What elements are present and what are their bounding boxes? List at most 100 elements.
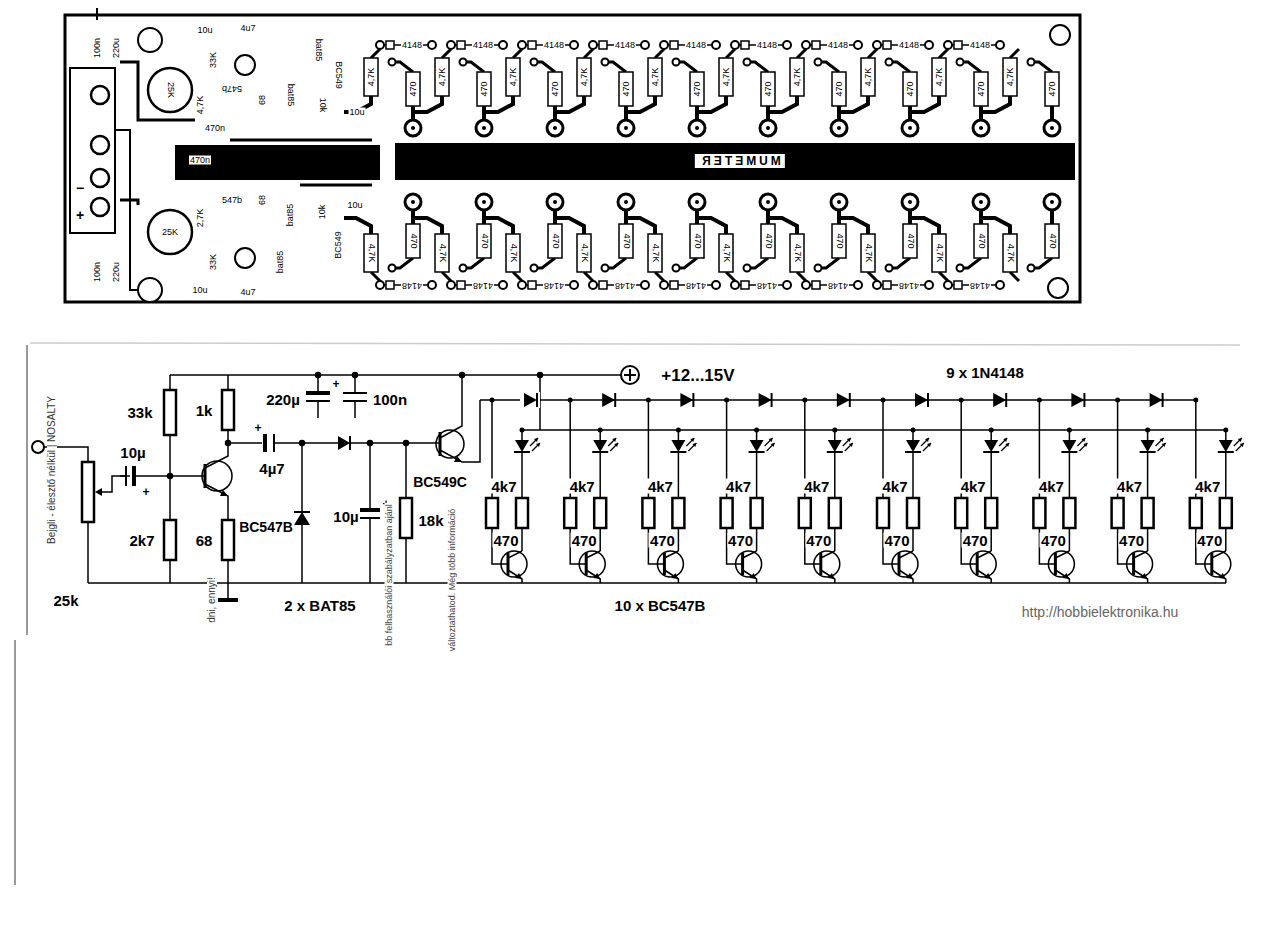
pcb-label: 470 bbox=[835, 232, 844, 249]
led-stages-part bbox=[1112, 398, 1166, 584]
pcb-label: 470 bbox=[1048, 232, 1057, 249]
pcb-label: 470 bbox=[1048, 80, 1057, 97]
schematic-part bbox=[360, 508, 380, 512]
schematic-part bbox=[82, 462, 94, 522]
pcb-layout-part bbox=[96, 8, 98, 20]
pcb-layout-part-part bbox=[376, 41, 436, 49]
pcb-label: 470 bbox=[551, 232, 560, 249]
schematic-part bbox=[120, 475, 126, 477]
pcb-label: 470 bbox=[480, 80, 489, 97]
schematic-part bbox=[400, 498, 412, 538]
schematic-part bbox=[95, 488, 102, 496]
pcb-layout-part-part bbox=[731, 41, 791, 49]
component-label: 1k bbox=[195, 403, 214, 418]
schematic-part bbox=[306, 391, 330, 395]
pcb-label: 4148 bbox=[969, 41, 991, 50]
pcb-label: 4,7K bbox=[722, 243, 731, 264]
pcb-label: 470 bbox=[977, 80, 986, 97]
pcb-label: 10k bbox=[318, 97, 327, 114]
component-label: http://hobbielektronika.hu bbox=[1021, 605, 1179, 619]
pcb-label: 4148 bbox=[401, 281, 423, 290]
series-diodes bbox=[520, 392, 1163, 408]
pcb-layout-part-part bbox=[841, 194, 918, 281]
pcb-layout-part-part bbox=[415, 49, 492, 136]
led-stages-part bbox=[877, 398, 931, 584]
schematic-part bbox=[263, 434, 267, 452]
schematic-part bbox=[439, 432, 442, 456]
pcb-layout-part-part bbox=[841, 49, 918, 136]
component-label: dni, ennyi! bbox=[207, 576, 217, 624]
pcb-layout-part-part bbox=[557, 194, 634, 281]
pcb-label: 470 bbox=[551, 80, 560, 97]
schematic-part bbox=[338, 436, 350, 450]
schematic-part bbox=[436, 430, 464, 458]
schematic-part bbox=[369, 518, 371, 583]
component-label: + bbox=[141, 486, 150, 498]
pcb-label: 470n bbox=[189, 156, 211, 165]
schematic-part bbox=[621, 366, 639, 384]
led-stages-part bbox=[721, 398, 775, 584]
pcb-label: 4u7 bbox=[239, 288, 256, 297]
schematic-part bbox=[205, 430, 228, 468]
schematic-part bbox=[301, 525, 303, 583]
pcb-layout-part-part bbox=[344, 49, 421, 136]
pcb-label: 470 bbox=[906, 232, 915, 249]
pcb-layout bbox=[65, 8, 1080, 302]
pcb-label: 470 bbox=[764, 80, 773, 97]
pcb-label: 4,7K bbox=[864, 243, 873, 264]
pcb-label: 4148 bbox=[827, 41, 849, 50]
schematic-part bbox=[369, 443, 371, 508]
pcb-label: 25K bbox=[161, 228, 179, 237]
component-label: BC549C bbox=[412, 475, 468, 489]
pcb-layout-part-part bbox=[944, 281, 1004, 289]
pcb-label: 220u bbox=[112, 37, 121, 59]
pcb-layout-part bbox=[1050, 25, 1070, 45]
pcb-layout-part bbox=[91, 198, 109, 216]
pcb-label: 470 bbox=[622, 80, 631, 97]
pcb-layout-part bbox=[235, 55, 255, 75]
pcb-layout-part-part bbox=[447, 281, 507, 289]
component-label: 2 x BAT85 bbox=[283, 598, 356, 613]
series-diodes-part bbox=[524, 393, 537, 407]
component-label: 4k7 bbox=[1116, 479, 1143, 494]
schematic-part bbox=[227, 560, 229, 598]
schematic-part bbox=[88, 582, 1226, 584]
schematic-part bbox=[350, 442, 440, 444]
pcb-layout-part-part bbox=[557, 49, 634, 136]
pcb-label: 10u bbox=[346, 201, 363, 210]
series-diodes-part bbox=[520, 392, 540, 408]
led-stages-part bbox=[1190, 398, 1244, 584]
led-stages-part bbox=[564, 398, 618, 584]
pcb-layout-part-part bbox=[944, 41, 1004, 49]
led-stages-part bbox=[486, 398, 540, 584]
pcb-layout-part bbox=[344, 194, 1060, 289]
pcb-layout-part bbox=[344, 41, 1060, 136]
pcb-label: 470 bbox=[977, 232, 986, 249]
pcb-label: 470 bbox=[764, 232, 773, 249]
series-diodes-part bbox=[759, 393, 772, 407]
component-label: MUMETER bbox=[695, 154, 785, 168]
component-label: 4k7 bbox=[881, 479, 908, 494]
pcb-layout-part-part bbox=[873, 41, 933, 49]
pcb-layout-part bbox=[148, 210, 192, 254]
pcb-layout-part-part bbox=[731, 281, 791, 289]
pcb-label: 68 bbox=[258, 194, 267, 206]
pcb-label: 4,7K bbox=[1006, 67, 1015, 88]
component-label: 100n bbox=[372, 392, 408, 407]
pcb-label: 470 bbox=[622, 232, 631, 249]
schematic bbox=[32, 366, 1226, 600]
pcb-label: 4148 bbox=[898, 41, 920, 50]
component-label: 10µ bbox=[119, 445, 146, 460]
component-label: 4k7 bbox=[803, 479, 830, 494]
led-stages bbox=[486, 398, 1244, 584]
pcb-label: 470 bbox=[835, 80, 844, 97]
scan-edges-part bbox=[30, 343, 1240, 345]
pcb-label: 4,7K bbox=[651, 243, 660, 264]
pcb-label: 470 bbox=[693, 232, 702, 249]
pcb-label: 470 bbox=[480, 232, 489, 249]
schematic-part bbox=[317, 401, 319, 418]
component-label: 470 bbox=[883, 533, 910, 548]
pcb-label: bat85 bbox=[286, 203, 295, 228]
pcb-label: 547b bbox=[221, 84, 243, 93]
